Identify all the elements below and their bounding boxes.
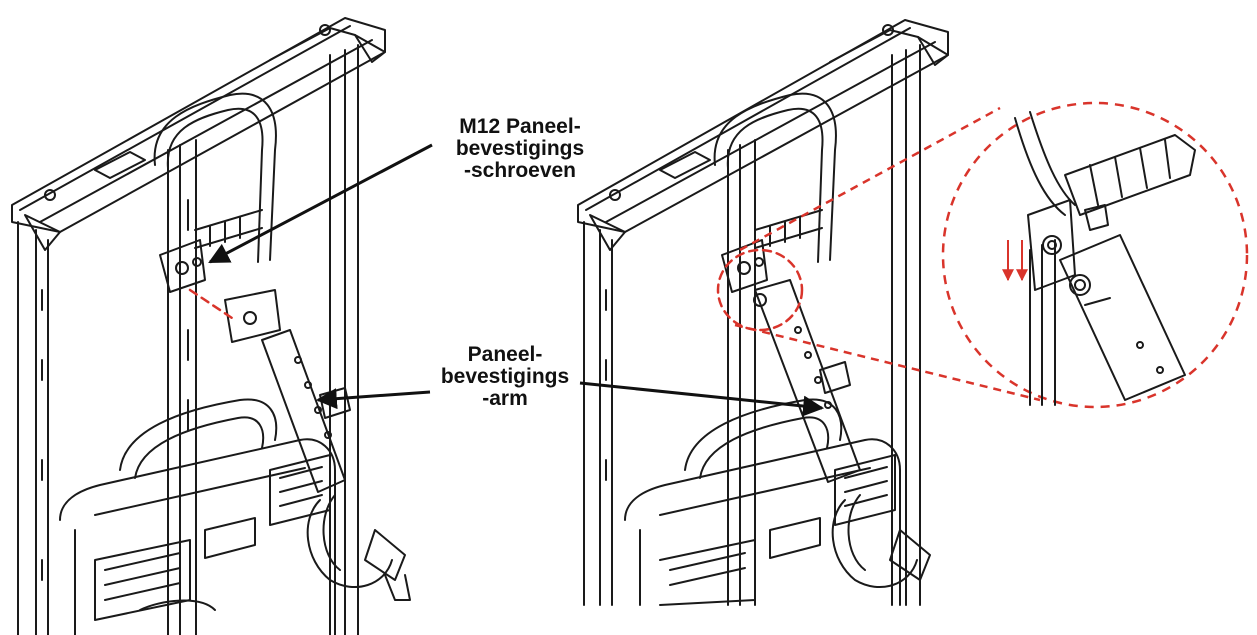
screws-callout-line-2: bevestigings (455, 137, 585, 160)
left-latch-hardware (159, 239, 206, 293)
arm-callout-label: Paneel- bevestigings -arm (410, 344, 600, 410)
left-truss-clamp (306, 494, 411, 601)
zoom-latch (1027, 199, 1076, 291)
zoom-down-arrows (1002, 240, 1028, 282)
zoom-detail (941, 101, 1249, 409)
right-top-frame (577, 19, 949, 251)
callout-arrows (208, 143, 825, 417)
arm-callout-line-3: -arm (482, 387, 528, 410)
right-mounting-arm (754, 279, 861, 483)
left-mounting-arm (224, 289, 351, 493)
right-frame-handle (713, 92, 837, 263)
left-alignment-guide (188, 288, 237, 322)
right-frame-posts (583, 44, 921, 606)
right-led-panel (624, 398, 901, 606)
zoom-detail-circle (941, 101, 1249, 409)
left-frame-handle (153, 92, 277, 263)
right-latch-hardware (721, 239, 768, 307)
left-assembly (11, 17, 411, 635)
right-detail-marker (716, 248, 804, 332)
left-top-frame (11, 17, 386, 251)
screws-arrow (208, 143, 433, 264)
arm-arrow-left (315, 388, 431, 410)
screws-callout-label: M12 Paneel- bevestigings -schroeven (420, 116, 620, 182)
zoom-handle (1014, 117, 1066, 216)
right-truss-clamp (831, 494, 931, 589)
screws-callout-line-3: -schroeven (463, 159, 577, 182)
zoom-arm (1059, 234, 1186, 401)
arm-arrow-right (579, 381, 825, 417)
arm-callout-line-1: Paneel- (467, 343, 543, 366)
zoom-connectors (734, 106, 1041, 402)
screws-callout-line-1: M12 Paneel- (459, 115, 581, 138)
right-assembly (577, 19, 949, 606)
left-led-panel (59, 398, 336, 635)
arm-callout-line-2: bevestigings (440, 365, 570, 388)
left-frame-posts (17, 44, 359, 635)
